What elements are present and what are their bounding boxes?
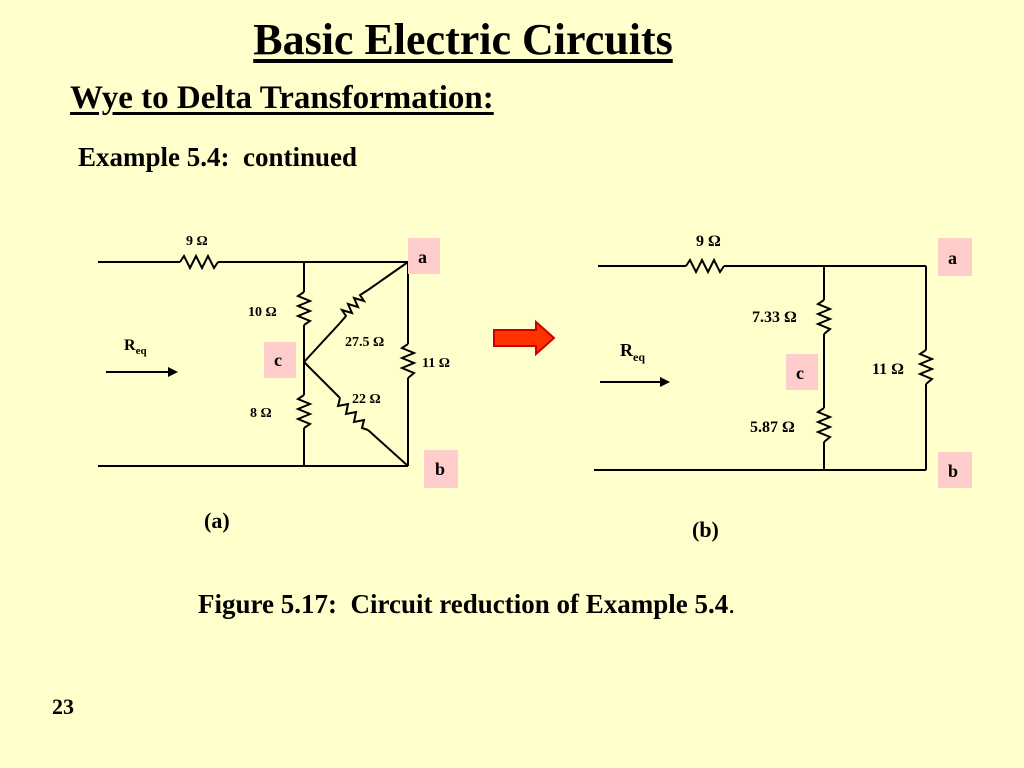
req-label-a: Req — [124, 337, 147, 357]
node-box-a-a — [408, 238, 440, 274]
label-b-9: 9 Ω — [696, 233, 721, 250]
node-label-b-c: c — [796, 363, 804, 383]
resistor-b-5-87 — [815, 407, 833, 443]
req-arrow-b-head — [660, 377, 670, 387]
transform-arrow-icon — [493, 319, 556, 357]
req-label-a-main: R — [124, 337, 136, 354]
req-arrow-a-head — [168, 367, 178, 377]
figure-caption-text: Figure 5.17: Circuit reduction of Exampl… — [198, 589, 729, 619]
resistor-a-22 — [336, 397, 369, 431]
section-subtitle: Wye to Delta Transformation: — [70, 80, 494, 116]
label-b-7-33: 7.33 Ω — [752, 309, 797, 326]
label-a-8: 8 Ω — [250, 406, 272, 421]
slide-title: Basic Electric Circuits — [253, 15, 673, 64]
wire-a-diag-down-1 — [303, 361, 341, 399]
req-label-b-sub: eq — [633, 350, 645, 364]
node-box-a-b — [424, 450, 458, 488]
label-a-10: 10 Ω — [248, 305, 277, 320]
node-box-b-a — [938, 238, 972, 276]
slide-number: 23 — [52, 694, 74, 719]
circuit-b-label: (b) — [692, 517, 719, 542]
req-label-a-sub: eq — [136, 345, 148, 357]
resistor-a-27-5 — [339, 289, 369, 324]
circuit-b — [594, 257, 935, 471]
resistor-b-11 — [917, 349, 935, 385]
node-label-a-a: a — [418, 247, 427, 267]
node-label-b-a: a — [948, 248, 957, 268]
node-box-b-c — [786, 354, 818, 390]
req-label-b-main: R — [620, 340, 634, 360]
node-label-b-b: b — [948, 461, 958, 481]
figure-caption: Figure 5.17: Circuit reduction of Exampl… — [198, 589, 735, 620]
circuit-a — [98, 253, 417, 467]
figure-caption-period: . — [728, 589, 735, 619]
slide-title-wrap: Basic Electric Circuits — [218, 14, 708, 65]
label-b-5-87: 5.87 Ω — [750, 419, 795, 436]
node-label-a-b: b — [435, 459, 445, 479]
req-label-b: Req — [620, 340, 645, 364]
example-heading: Example 5.4: continued — [78, 142, 358, 172]
resistor-a-series — [179, 253, 219, 271]
resistor-a-10 — [295, 291, 313, 326]
wire-a-diag-up-1 — [303, 322, 341, 363]
circuit-a-label: (a) — [204, 508, 230, 533]
label-b-11: 11 Ω — [872, 361, 904, 378]
label-a-27-5: 27.5 Ω — [345, 335, 384, 350]
resistor-b-series — [685, 257, 725, 275]
node-box-a-c — [264, 342, 296, 378]
resistor-a-8 — [295, 394, 313, 429]
label-a-11: 11 Ω — [422, 356, 450, 371]
resistor-a-11 — [399, 343, 417, 379]
resistor-b-7-33 — [815, 299, 833, 335]
node-box-b-b — [938, 452, 972, 488]
wire-a-diag-down-2 — [367, 429, 409, 467]
label-a-9: 9 Ω — [186, 234, 208, 249]
label-a-22: 22 Ω — [352, 392, 381, 407]
wire-a-diag-up-2 — [367, 261, 409, 291]
node-label-a-c: c — [274, 350, 282, 370]
